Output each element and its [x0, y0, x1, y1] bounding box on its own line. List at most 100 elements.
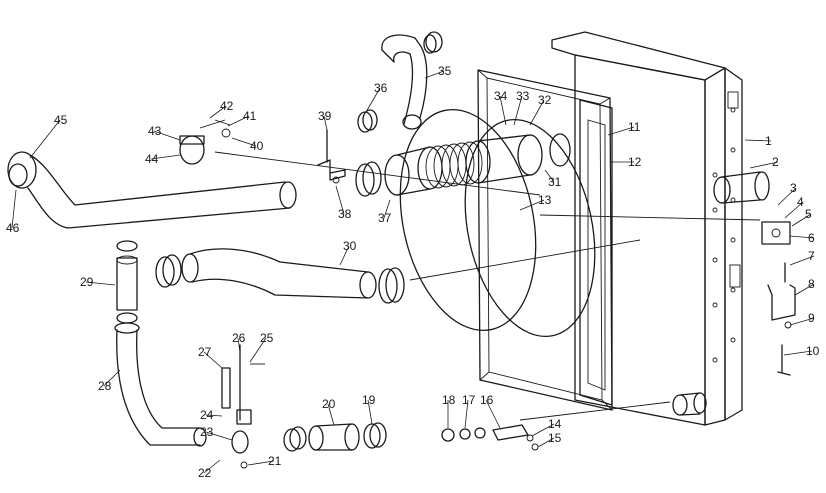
- leader-line-32: [529, 99, 545, 126]
- callout-8: 8: [808, 277, 815, 291]
- callout-33: 33: [516, 89, 530, 103]
- right-hardware: [761, 221, 796, 376]
- leader-line-23: [205, 431, 233, 441]
- callout-6: 6: [808, 231, 815, 245]
- leader-line-41: [227, 115, 250, 127]
- leader-line-3: [777, 187, 797, 206]
- callout-38: 38: [338, 207, 352, 221]
- callout-46: 46: [6, 221, 20, 235]
- callout-7: 7: [808, 249, 815, 263]
- callout-41: 41: [243, 109, 257, 123]
- middle-hose: [155, 248, 405, 304]
- leader-line-27: [203, 351, 223, 369]
- leader-line-6: [789, 235, 815, 239]
- callout-34: 34: [494, 89, 508, 103]
- leader-line-4: [784, 201, 804, 219]
- callout-24: 24: [200, 408, 214, 422]
- mount-hardware: [441, 424, 539, 451]
- callout-13: 13: [538, 193, 552, 207]
- leader-line-36: [365, 87, 381, 113]
- leader-line-43: [153, 130, 181, 141]
- leader-line-8: [794, 283, 815, 296]
- leader-line-13: [519, 199, 545, 211]
- callout-10: 10: [806, 344, 820, 358]
- radiator-assembly: [551, 31, 770, 426]
- callout-25: 25: [260, 331, 274, 345]
- callout-45: 45: [54, 113, 68, 127]
- leader-line-24: [205, 414, 223, 417]
- assembly-centerlines: [214, 151, 761, 421]
- elbow-hose: [381, 31, 443, 130]
- leader-line-19: [367, 399, 373, 425]
- leader-line-35: [424, 70, 445, 79]
- callout-1: 1: [765, 134, 772, 148]
- leader-line-33: [513, 95, 523, 126]
- lower-left-hose: [114, 240, 207, 447]
- upper-hose: [7, 151, 297, 229]
- callout-20: 20: [322, 397, 336, 411]
- clamp-upper: [179, 119, 231, 165]
- callout-39: 39: [318, 109, 332, 123]
- callout-21: 21: [268, 454, 282, 468]
- callout-32: 32: [538, 93, 552, 107]
- callout-23: 23: [200, 425, 214, 439]
- leader-line-15: [537, 437, 555, 448]
- callout-26: 26: [232, 331, 246, 345]
- leader-line-21: [247, 460, 275, 466]
- callout-42: 42: [220, 99, 234, 113]
- leader-line-5: [791, 213, 812, 227]
- leader-line-10: [783, 350, 813, 356]
- callout-28: 28: [98, 379, 112, 393]
- callout-3: 3: [790, 181, 797, 195]
- leader-line-34: [499, 95, 507, 126]
- callout-11: 11: [628, 120, 641, 134]
- leader-line-1: [744, 139, 772, 142]
- leader-line-11: [607, 126, 635, 136]
- leader-line-22: [203, 459, 221, 474]
- callout-12: 12: [628, 155, 642, 169]
- leader-line-26: [237, 337, 241, 353]
- callout-36: 36: [374, 81, 388, 95]
- leader-line-7: [789, 255, 815, 266]
- callout-40: 40: [250, 139, 264, 153]
- leader-line-28: [103, 369, 121, 387]
- callout-44: 44: [145, 152, 159, 166]
- short-pipe: [231, 422, 387, 454]
- leader-line-16: [485, 399, 501, 429]
- fan-ring: [399, 108, 596, 338]
- callout-2: 2: [772, 155, 779, 169]
- leader-line-31: [544, 169, 555, 183]
- callout-14: 14: [548, 417, 562, 431]
- callout-43: 43: [148, 124, 162, 138]
- leader-line-9: [789, 317, 815, 326]
- bracket: [317, 129, 346, 184]
- leader-line-40: [231, 137, 257, 147]
- leader-line-20: [327, 403, 335, 426]
- leader-line-2: [749, 161, 779, 169]
- callout-labels: 1234567891011121314151617181920212223242…: [6, 64, 820, 480]
- leader-line-44: [150, 154, 181, 160]
- callout-9: 9: [808, 311, 815, 325]
- leader-line-25: [249, 337, 267, 363]
- leader-line-37: [383, 199, 391, 219]
- callout-17: 17: [462, 393, 476, 407]
- leader-lines: [11, 70, 815, 474]
- leader-line-38: [335, 185, 345, 215]
- leader-line-39: [323, 115, 328, 131]
- clamp-pair: [355, 109, 382, 197]
- fan-shroud: [477, 69, 613, 411]
- callout-4: 4: [797, 195, 804, 209]
- callout-22: 22: [198, 466, 212, 480]
- leader-line-14: [531, 423, 555, 437]
- leader-line-30: [339, 245, 350, 266]
- leader-line-46: [11, 189, 17, 229]
- callout-18: 18: [442, 393, 456, 407]
- callout-37: 37: [378, 211, 392, 225]
- callout-27: 27: [198, 345, 212, 359]
- callout-16: 16: [480, 393, 494, 407]
- callout-35: 35: [438, 64, 452, 78]
- leader-line-17: [464, 399, 469, 429]
- leader-line-29: [85, 281, 116, 286]
